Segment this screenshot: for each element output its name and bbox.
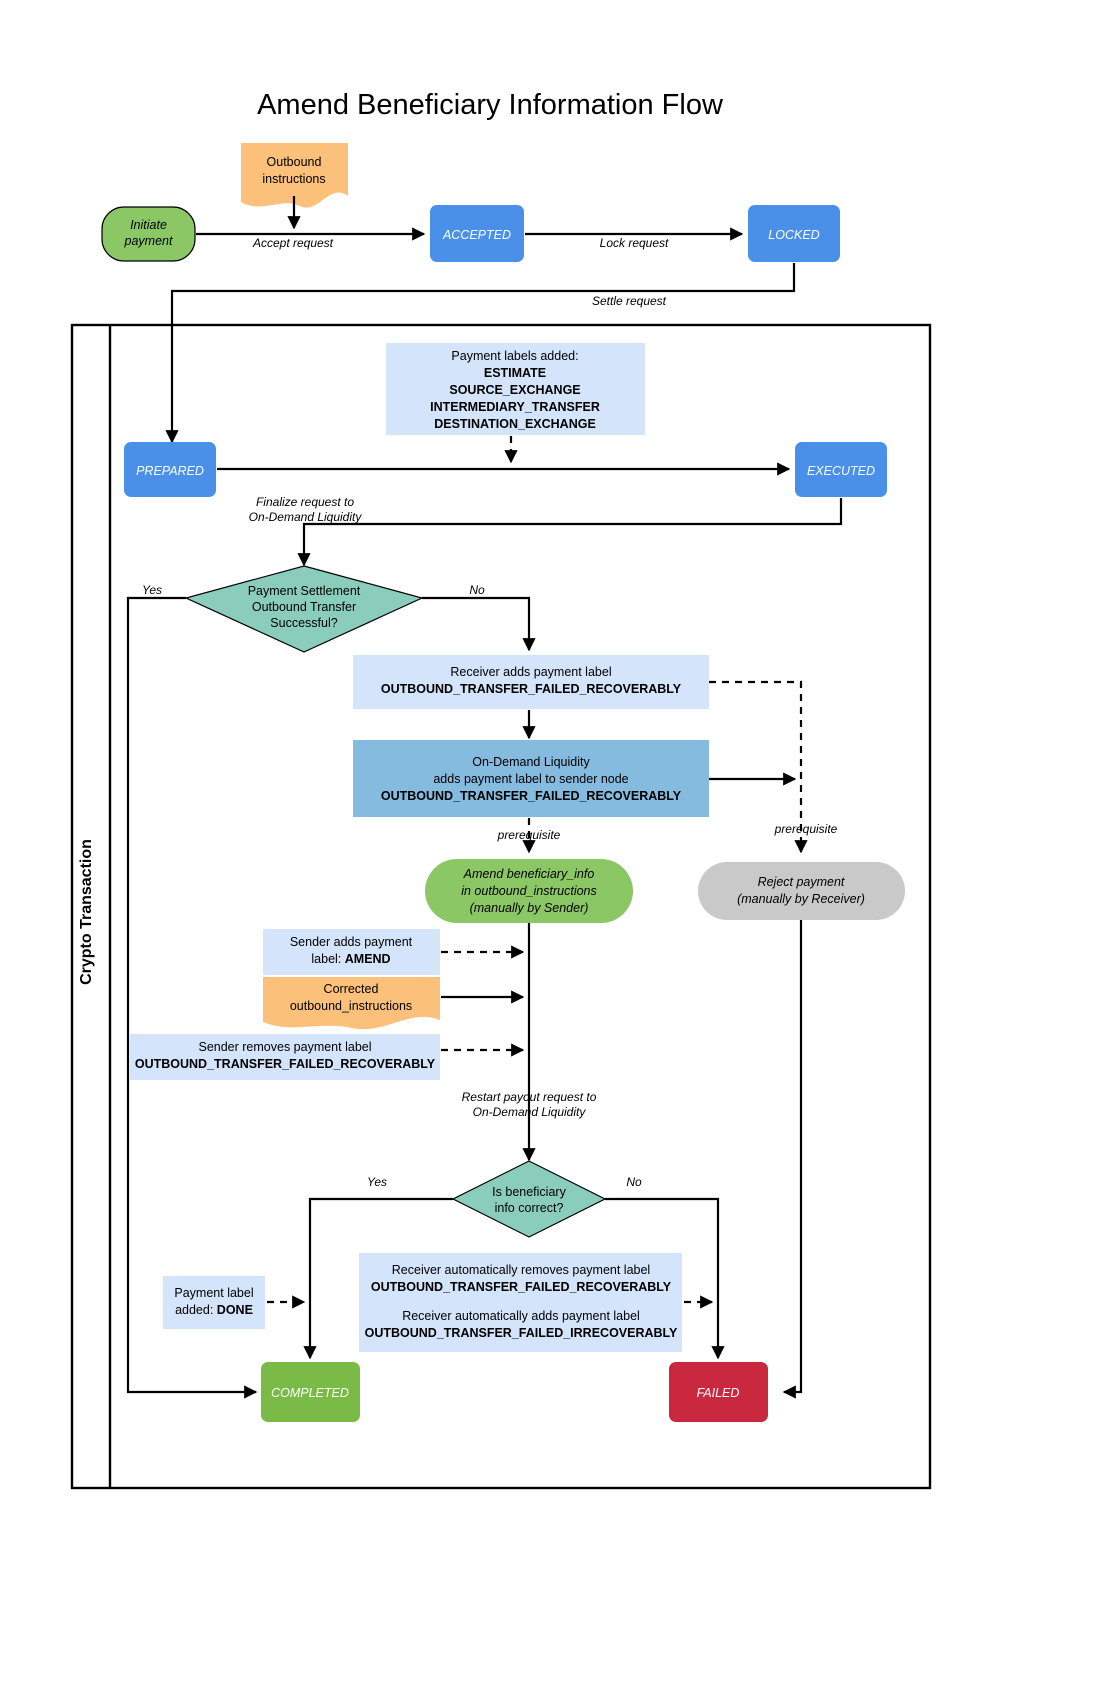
note-payment-label-done [163, 1276, 265, 1329]
edge-beneficiary-yes-to-completed [303, 1197, 453, 1360]
note-sender-adds-line1: Sender adds payment [290, 935, 413, 949]
note-done-line2: added: DONE [175, 1303, 253, 1317]
node-amend-line3: (manually by Sender) [470, 901, 589, 915]
edge-label-restart-line1: Restart payout request to [462, 1090, 597, 1104]
decision-beneficiary-line2: info correct? [495, 1201, 564, 1215]
note-payment-labels-added [386, 343, 645, 435]
edge-reject-to-failed [782, 920, 803, 1399]
decision-settlement-line3: Successful? [270, 616, 337, 630]
edge-label-yes-bottom: Yes [367, 1175, 387, 1189]
note-odl-line1: On-Demand Liquidity [472, 755, 590, 769]
decision-beneficiary-info-correct[interactable] [451, 1160, 607, 1238]
edge-label-settle-request: Settle request [592, 294, 667, 308]
edge-locked-to-prepared [165, 263, 796, 444]
edge-label-no-top: No [469, 583, 485, 597]
edge-beneficiary-no-to-failed [605, 1197, 725, 1360]
node-locked-label: LOCKED [768, 228, 819, 242]
note-sender-removes-line1: Sender removes payment label [198, 1040, 371, 1054]
edge-label-prerequisite-left: prerequisite [497, 828, 561, 842]
note-auto-line3: Receiver automatically adds payment labe… [402, 1309, 640, 1323]
note-receiver-adds-label [353, 655, 709, 709]
note-sender-removes-line2: OUTBOUND_TRANSFER_FAILED_RECOVERABLY [135, 1057, 436, 1071]
node-initiate-payment[interactable] [101, 206, 196, 262]
note-payment-labels-line5: DESTINATION_EXCHANGE [434, 417, 596, 431]
note-corrected-outbound-instructions-doc [263, 977, 440, 1030]
node-completed[interactable] [261, 1362, 360, 1422]
node-accepted-label: ACCEPTED [442, 228, 511, 242]
node-outbound-instructions-line2: instructions [262, 172, 325, 186]
node-amend-line1: Amend beneficiary_info [463, 867, 595, 881]
edge-label-restart-line2: On-Demand Liquidity [473, 1105, 587, 1119]
node-locked[interactable] [748, 205, 840, 262]
node-prepared-label: PREPARED [136, 464, 204, 478]
edge-executed-to-settlement-decision [297, 498, 843, 567]
node-amend-line2: in outbound_instructions [461, 884, 597, 898]
swimlane-outer-frame [70, 323, 932, 1490]
edge-settlement-no-to-receiver-note [422, 596, 536, 652]
note-payment-labels-line1: Payment labels added: [451, 349, 578, 363]
note-auto-line4: OUTBOUND_TRANSFER_FAILED_IRRECOVERABLY [365, 1326, 678, 1340]
note-auto-line2: OUTBOUND_TRANSFER_FAILED_RECOVERABLY [371, 1280, 672, 1294]
node-initiate-payment-line1: Initiate [130, 218, 167, 232]
node-outbound-instructions-line1: Outbound [267, 155, 322, 169]
node-outbound-instructions-doc[interactable] [241, 143, 348, 208]
node-executed-label: EXECUTED [807, 464, 875, 478]
decision-settlement-line1: Payment Settlement [248, 584, 361, 598]
note-payment-labels-line2: ESTIMATE [484, 366, 546, 380]
edge-label-prerequisite-right: prerequisite [774, 822, 838, 836]
note-sender-adds-line2: label: AMEND [311, 952, 390, 966]
node-amend-beneficiary-info[interactable] [425, 859, 633, 923]
edge-label-finalize-line1: Finalize request to [256, 495, 354, 509]
node-completed-label: COMPLETED [271, 1386, 349, 1400]
decision-payment-settlement[interactable] [184, 565, 424, 653]
swimlane-label: Crypto Transaction [78, 839, 95, 985]
decision-settlement-line2: Outbound Transfer [252, 600, 356, 614]
page-title: Amend Beneficiary Information Flow [257, 89, 724, 121]
note-receiver-auto-labels [359, 1253, 682, 1352]
node-prepared[interactable] [124, 442, 216, 497]
note-corrected-line2: outbound_instructions [290, 999, 412, 1013]
note-payment-labels-line4: INTERMEDIARY_TRANSFER [430, 400, 600, 414]
edge-label-finalize-line2: On-Demand Liquidity [249, 510, 363, 524]
note-done-line1: Payment label [174, 1286, 253, 1300]
node-failed-label: FAILED [697, 1386, 740, 1400]
note-sender-adds-amend [263, 929, 440, 975]
edge-label-lock-request: Lock request [600, 236, 669, 250]
note-odl-line2: adds payment label to sender node [433, 772, 628, 786]
node-accepted[interactable] [430, 205, 524, 262]
edge-label-no-bottom: No [626, 1175, 642, 1189]
node-reject-line1: Reject payment [758, 875, 845, 889]
note-receiver-adds-line2: OUTBOUND_TRANSFER_FAILED_RECOVERABLY [381, 682, 682, 696]
note-auto-line1: Receiver automatically removes payment l… [392, 1263, 650, 1277]
edge-label-accept-request: Accept request [252, 236, 334, 250]
note-corrected-line1: Corrected [324, 982, 379, 996]
node-initiate-payment-line2: payment [124, 234, 173, 248]
node-reject-line2: (manually by Receiver) [737, 892, 865, 906]
note-sender-removes-label [130, 1034, 440, 1080]
node-failed[interactable] [669, 1362, 768, 1422]
edge-label-yes-top: Yes [142, 583, 162, 597]
edge-settlement-yes-to-completed [126, 596, 258, 1399]
edge-receiver-note-to-reject-rail [709, 680, 808, 854]
note-odl-line3: OUTBOUND_TRANSFER_FAILED_RECOVERABLY [381, 789, 682, 803]
note-receiver-adds-line1: Receiver adds payment label [450, 665, 611, 679]
node-executed[interactable] [795, 442, 887, 497]
decision-beneficiary-line1: Is beneficiary [492, 1185, 566, 1199]
note-payment-labels-line3: SOURCE_EXCHANGE [449, 383, 580, 397]
node-reject-payment[interactable] [698, 862, 905, 920]
note-odl-adds-label [353, 740, 709, 817]
